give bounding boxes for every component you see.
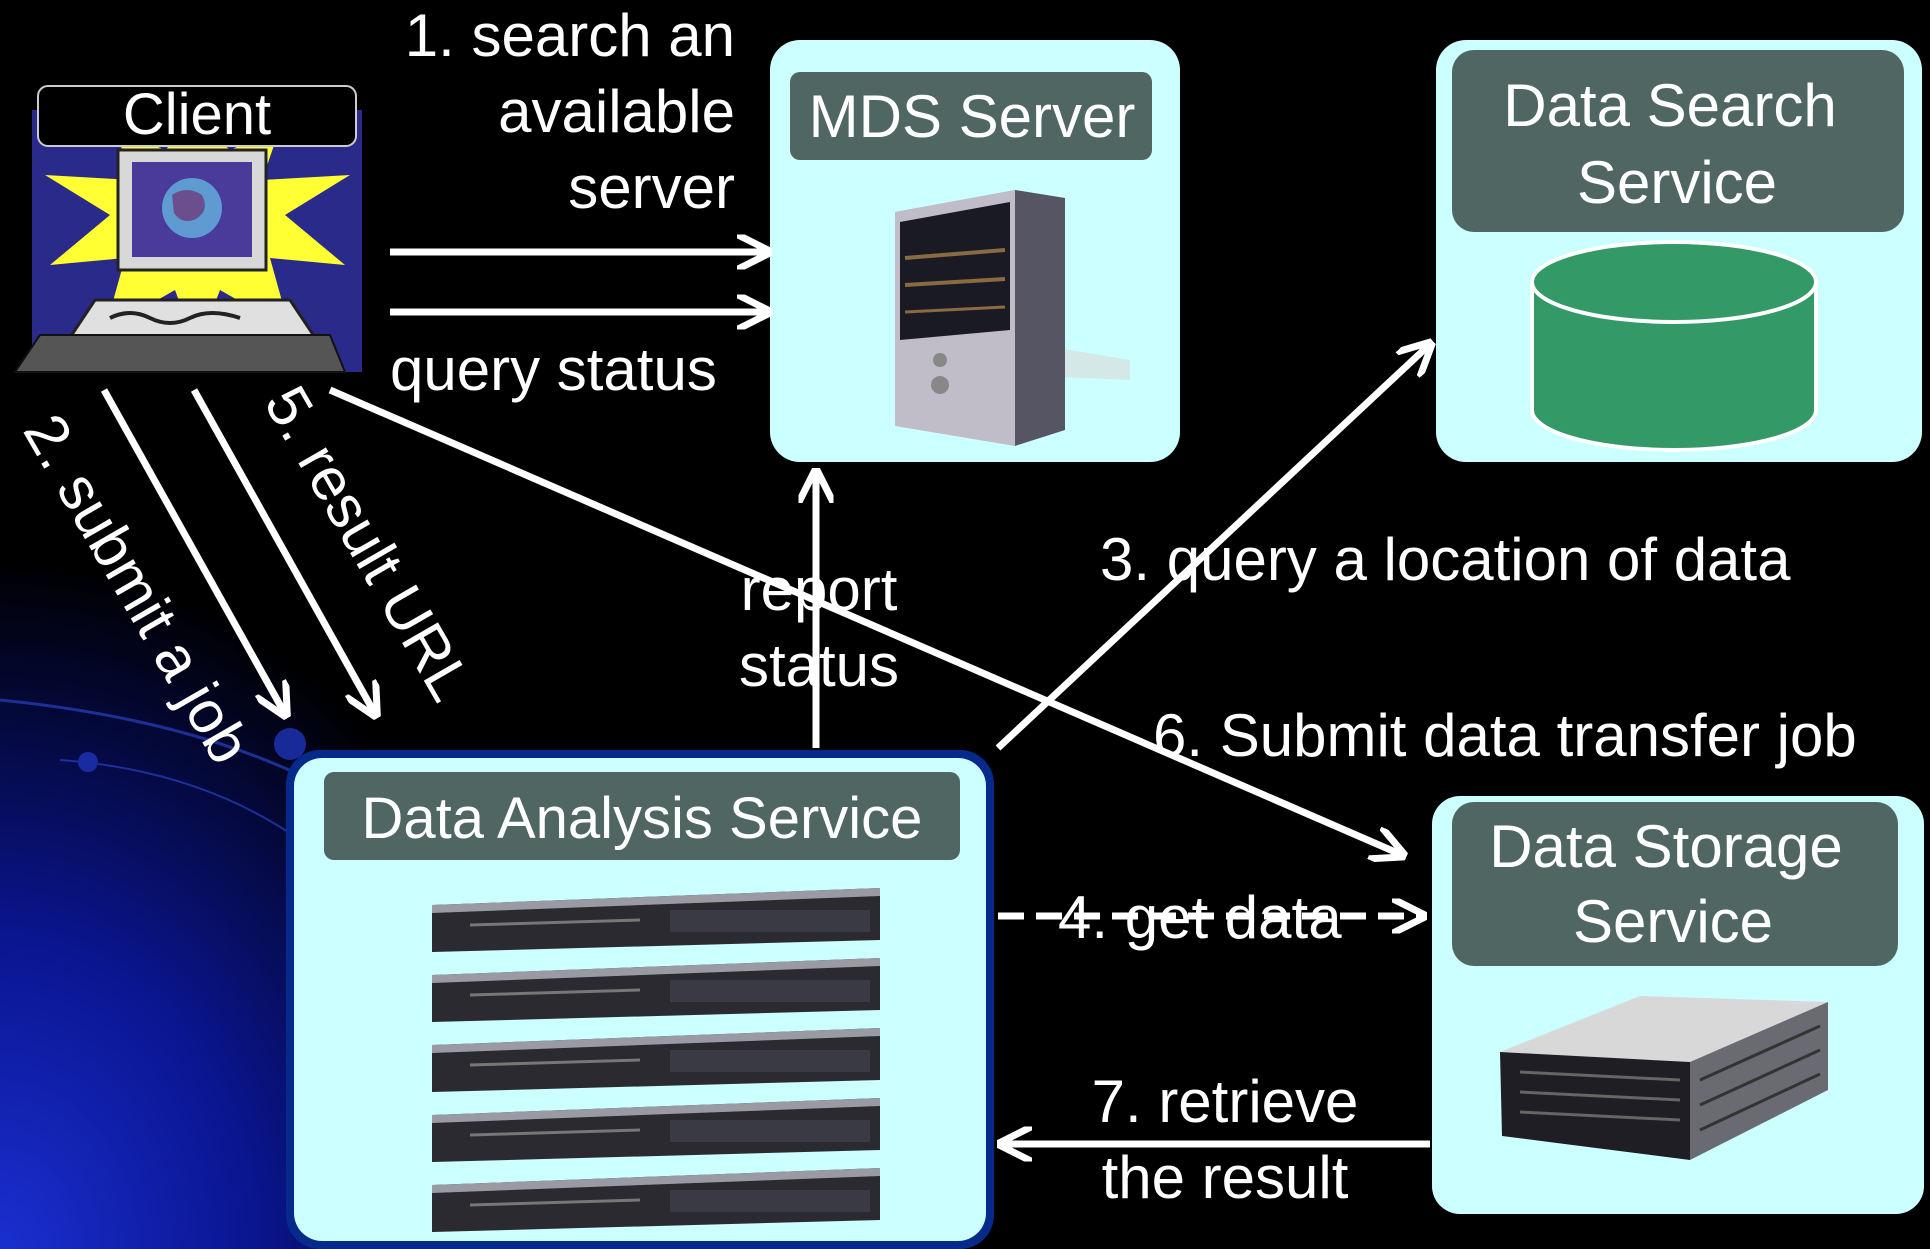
- arrow-submit-job: [100, 388, 284, 712]
- client-title-box: [37, 85, 357, 147]
- data-search-title-box: [1452, 50, 1904, 232]
- data-analysis-service-node: Data Analysis Service: [286, 750, 994, 1249]
- label-report-status-line1: report: [741, 556, 898, 623]
- arrow-query-location: [995, 346, 1428, 751]
- database-cylinder-icon: [1530, 240, 1818, 452]
- data-analysis-title-box: [324, 772, 960, 860]
- client-title: Client: [123, 82, 271, 147]
- data-storage-title-box: [1452, 802, 1898, 966]
- label-search-server-line1: 1. search an: [405, 2, 735, 69]
- data-storage-title-line2: Service: [1573, 888, 1773, 955]
- label-search-server-line2: available: [498, 78, 735, 145]
- data-search-service-node: Data Search Service: [1436, 40, 1922, 462]
- label-get-data: 4. get data: [1058, 884, 1342, 951]
- mds-server-title-box: [790, 72, 1152, 160]
- arrow-submit-transfer: [328, 386, 1400, 854]
- mds-server-title: MDS Server: [809, 83, 1136, 150]
- data-storage-title-line1: Data Storage: [1489, 813, 1843, 880]
- label-retrieve-line1: 7. retrieve: [1092, 1068, 1359, 1135]
- label-report-status-line2: status: [739, 632, 899, 699]
- label-query-status: query status: [390, 336, 717, 403]
- data-storage-service-node: Data Storage Service: [1432, 796, 1924, 1214]
- label-submit-transfer: 6. Submit data transfer job: [1153, 702, 1857, 769]
- mds-server-node: MDS Server: [770, 40, 1180, 462]
- label-query-location: 3. query a location of data: [1100, 526, 1791, 593]
- data-search-title-line2: Service: [1577, 149, 1777, 216]
- label-search-server-line3: server: [568, 154, 735, 221]
- data-search-title-line1: Data Search: [1503, 72, 1837, 139]
- client-node: Client: [13, 82, 362, 373]
- data-analysis-title: Data Analysis Service: [362, 786, 923, 851]
- label-retrieve-line2: the result: [1102, 1144, 1349, 1211]
- rack-servers-icon: [432, 888, 880, 1232]
- computer-icon: [13, 110, 362, 373]
- arrows: [100, 252, 1430, 1144]
- tower-server-icon: [895, 190, 1130, 446]
- arrow-result-url: [190, 388, 374, 712]
- storage-array-icon: [1500, 996, 1828, 1160]
